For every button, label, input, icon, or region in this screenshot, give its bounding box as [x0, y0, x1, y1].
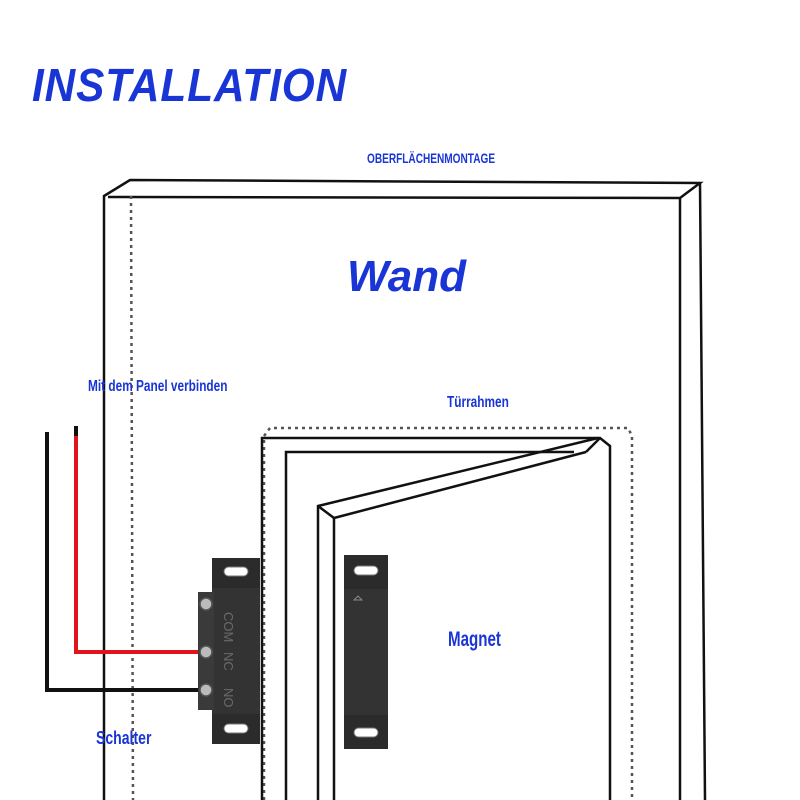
- wire-black: [45, 432, 200, 692]
- surface-mount-label: OBERFLÄCHENMONTAGE: [367, 150, 496, 166]
- door-frame: [260, 436, 612, 800]
- magnet-sensor: [344, 555, 388, 749]
- door-frame-dotted: [262, 426, 634, 800]
- wire-red: [74, 432, 200, 654]
- magnet-label: Magnet: [448, 628, 501, 651]
- door-frame-label: Türrahmen: [447, 394, 509, 411]
- door-leaf: [316, 436, 599, 800]
- wall-dotted-line: [129, 195, 135, 800]
- wall-label: Wand: [347, 252, 466, 301]
- wall-outline: [102, 178, 707, 800]
- terminal-com-label: COM: [221, 612, 236, 642]
- terminal-nc-label: NC: [221, 652, 236, 671]
- page-title: INSTALLATION: [32, 59, 348, 111]
- switch-sensor: COM NC NO: [198, 558, 260, 744]
- terminal-no-label: NO: [221, 688, 236, 708]
- switch-label: Schalter: [96, 728, 152, 748]
- connect-panel-label: Mit dem Panel verbinden: [88, 378, 228, 395]
